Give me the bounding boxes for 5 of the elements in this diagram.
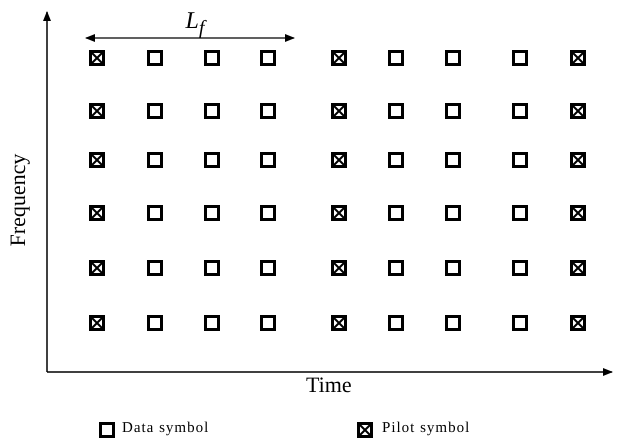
axis-label: Frequency	[5, 154, 31, 246]
axis-label: Time	[306, 372, 352, 398]
legend-label: Pilot symbol	[382, 420, 470, 437]
legend-label: Data symbol	[122, 420, 210, 437]
dimension-label: L$_{f}$	[165, 8, 225, 40]
